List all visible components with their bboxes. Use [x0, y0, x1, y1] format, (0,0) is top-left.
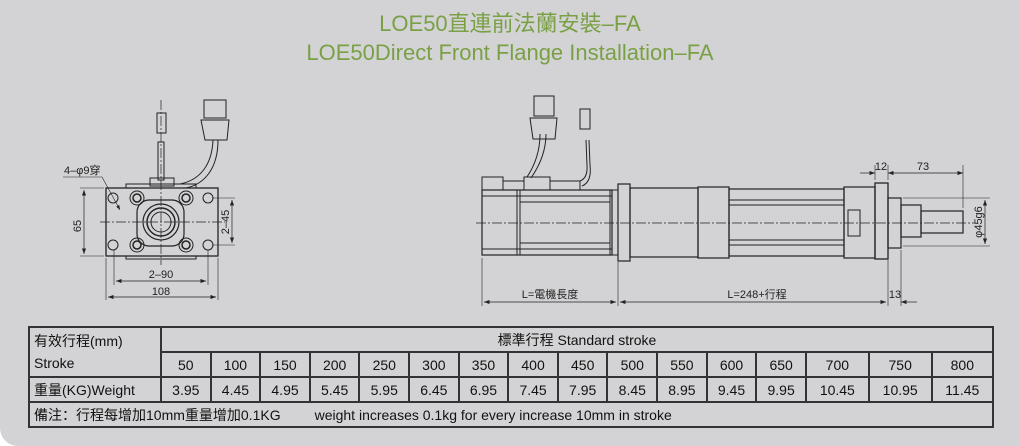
- cylinder-tube: [629, 187, 699, 258]
- dim-flange-label: 12: [875, 161, 887, 173]
- front-flange: [874, 182, 889, 260]
- rear-flange: [617, 183, 631, 262]
- weight-value: 7.95: [556, 376, 609, 403]
- weight-value: 8.95: [656, 376, 708, 403]
- weight-value: 7.45: [507, 376, 559, 403]
- stroke-value: 800: [930, 351, 995, 378]
- weight-value: 10.95: [867, 376, 933, 403]
- technical-drawing: 65 2–45 2–90 108 4–φ9穿: [63, 95, 990, 306]
- encoder-connector-side: [579, 108, 591, 130]
- weight-value: 6.45: [408, 376, 460, 403]
- hole-callout-label: 4–φ9穿: [64, 163, 101, 177]
- dim-horizontal-pitch-label: 2–90: [149, 269, 173, 281]
- dim-body-length-label: L=248+行程: [727, 288, 786, 301]
- rod-nut: [900, 204, 922, 238]
- standard-stroke-header: 標準行程 Standard stroke: [160, 326, 994, 353]
- dim-end-label: 13: [889, 289, 901, 301]
- dim-vertical-pitch-label: 2–45: [220, 210, 232, 234]
- stroke-value: 350: [457, 351, 510, 378]
- stroke-value: 600: [705, 351, 758, 378]
- power-connector-side: [533, 95, 555, 117]
- weight-value: 6.95: [457, 376, 510, 403]
- servo-motor: [481, 95, 619, 256]
- stroke-value: 250: [358, 351, 411, 378]
- stroke-value: 150: [259, 351, 311, 378]
- stroke-value: 650: [755, 351, 807, 378]
- stroke-value: 500: [606, 351, 659, 378]
- dim-rod-diameter-label: φ45g6: [973, 206, 985, 238]
- weight-value: 11.45: [930, 376, 995, 403]
- weight-value: 9.45: [705, 376, 758, 403]
- stroke-value: 750: [867, 351, 933, 378]
- stroke-value: 200: [308, 351, 361, 378]
- weight-value: 4.45: [209, 376, 262, 403]
- note-en: weight increases 0.1kg for every increas…: [314, 406, 672, 423]
- stroke-value: 700: [804, 351, 870, 378]
- stroke-value: 400: [507, 351, 559, 378]
- front-view: 65 2–45 2–90 108 4–φ9穿: [63, 99, 235, 300]
- stroke-header-en: Stroke: [34, 355, 75, 371]
- side-view: 12 73 φ45g6 L=電機長度 L=248+行程 13: [476, 95, 990, 306]
- stroke-header-cell: 有效行程(mm) Stroke: [28, 326, 162, 378]
- stroke-value: 300: [408, 351, 460, 378]
- stroke-value: 100: [209, 351, 262, 378]
- dim-rod-label: 73: [917, 161, 929, 173]
- weight-value: 8.45: [606, 376, 659, 403]
- stroke-value: 50: [160, 351, 212, 378]
- weight-value: 4.95: [259, 376, 311, 403]
- dim-motor-length-label: L=電機長度: [522, 287, 579, 301]
- note-zh: 備注：行程每增加10mm重量增加0.1KG: [34, 406, 281, 423]
- weight-value: 9.95: [755, 376, 807, 403]
- weight-value: 5.95: [358, 376, 411, 403]
- mounting-holes: [107, 192, 214, 251]
- dim-height-label: 65: [72, 220, 84, 232]
- weight-value: 5.45: [308, 376, 361, 403]
- bolt-heads: [129, 190, 194, 253]
- dim-width-label: 108: [152, 286, 170, 298]
- weight-value: 3.95: [160, 376, 212, 403]
- stroke-value: 450: [556, 351, 609, 378]
- weight-header: 重量(KG)Weight: [28, 376, 162, 403]
- note-cell: 備注：行程每增加10mm重量增加0.1KG weight increases 0.…: [28, 401, 994, 428]
- title-chinese: LOE50直連前法蘭安裝–FA: [379, 11, 641, 36]
- rod-end: [920, 210, 964, 234]
- stroke-header-zh: 有效行程(mm): [34, 333, 123, 349]
- weight-value: 10.45: [804, 376, 870, 403]
- encoder-connector: [156, 112, 167, 134]
- title-english: LOE50Direct Front Flange Installation–FA: [306, 40, 714, 65]
- stroke-value: 550: [656, 351, 708, 378]
- power-connector: [203, 99, 227, 119]
